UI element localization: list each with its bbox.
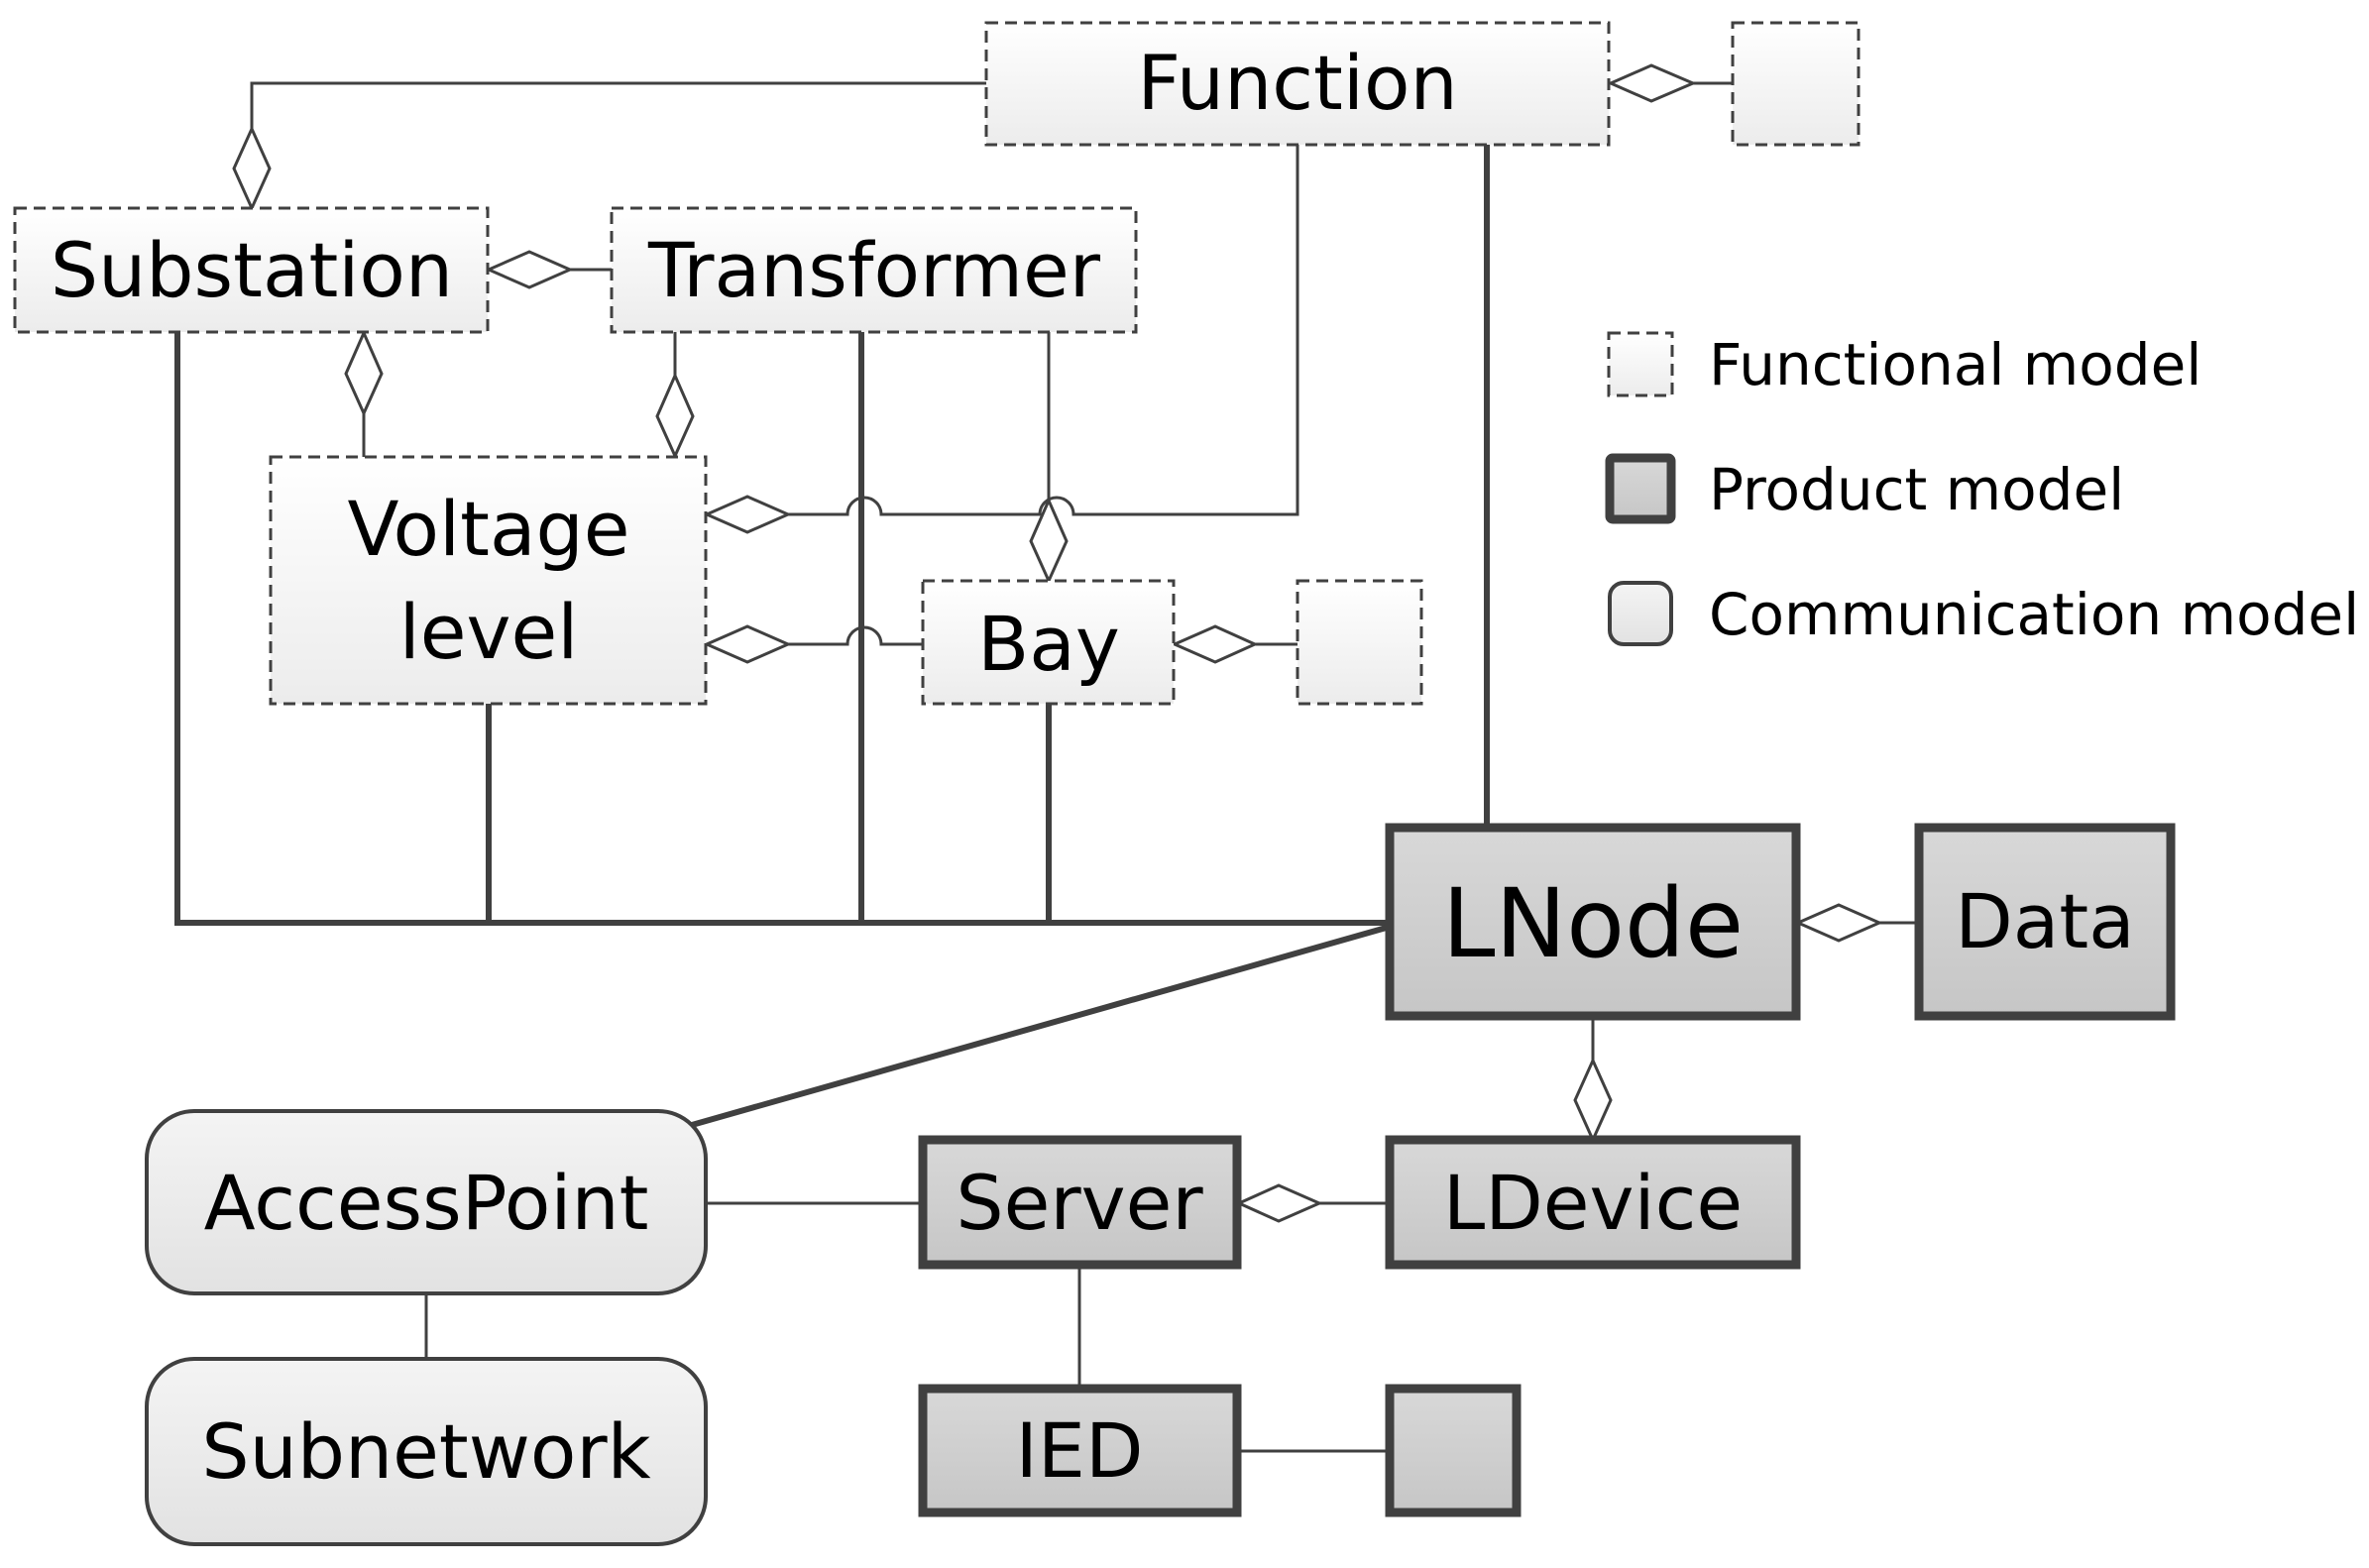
node-server-label: Server (956, 1159, 1203, 1247)
node-lnode-label: LNode (1442, 868, 1744, 979)
node-ied-extra[interactable] (1385, 1384, 1522, 1517)
node-accesspoint[interactable]: AccessPoint (145, 1109, 708, 1295)
node-ldevice[interactable]: LDevice (1385, 1135, 1801, 1270)
node-voltage-level[interactable]: Voltage level (269, 455, 708, 706)
node-voltage-level-label-line1: Voltage (347, 485, 629, 573)
edge-substation-lnode (174, 332, 1390, 926)
node-server[interactable]: Server (918, 1135, 1242, 1270)
node-ldevice-label: LDevice (1443, 1159, 1743, 1247)
aggregation-diamond-icon (1607, 63, 1697, 103)
aggregation-diamond-icon (344, 329, 384, 417)
node-lnode[interactable]: LNode (1385, 823, 1801, 1021)
aggregation-diamond-icon (485, 250, 574, 289)
legend-swatch-communication (1608, 581, 1673, 646)
legend-item-functional: Functional model (1607, 331, 2201, 398)
node-data[interactable]: Data (1914, 823, 2176, 1021)
legend-swatch-product (1605, 453, 1676, 524)
node-substation-label: Substation (51, 226, 453, 314)
edge-bay-voltagelevel (788, 625, 923, 646)
node-substation[interactable]: Substation (13, 206, 490, 334)
edge-function-voltagelevel (788, 145, 1299, 516)
aggregation-diamond-icon (1235, 1183, 1323, 1223)
aggregation-diamond-icon (232, 125, 272, 212)
legend-swatch-functional (1607, 331, 1674, 397)
aggregation-diamond-icon (1029, 497, 1069, 585)
node-function[interactable]: Function (984, 21, 1611, 147)
legend: Functional model Product model Communica… (1605, 331, 2359, 648)
aggregation-diamond-icon (1573, 1057, 1613, 1144)
node-bay[interactable]: Bay (921, 579, 1176, 706)
aggregation-diamond-icon (703, 495, 792, 534)
node-subnetwork[interactable]: Subnetwork (145, 1357, 708, 1546)
edge-lnode-accesspoint (691, 924, 1391, 1128)
node-transformer-label: Transformer (647, 226, 1101, 314)
node-ied-label: IED (1016, 1406, 1144, 1495)
node-transformer[interactable]: Transformer (610, 206, 1138, 334)
node-function-extra[interactable] (1731, 21, 1861, 147)
node-ied[interactable]: IED (918, 1384, 1242, 1517)
node-voltage-level-label-line2: level (399, 588, 579, 676)
legend-label-communication: Communication model (1709, 581, 2359, 648)
edge-function-substation (250, 81, 986, 129)
legend-item-product: Product model (1605, 453, 2124, 524)
node-bay-extra[interactable] (1296, 579, 1423, 706)
node-accesspoint-label: AccessPoint (204, 1159, 649, 1247)
node-function-label: Function (1137, 39, 1457, 127)
aggregation-diamond-icon (703, 624, 792, 664)
legend-label-functional: Functional model (1709, 331, 2201, 398)
node-data-label: Data (1955, 877, 2134, 965)
aggregation-diamond-icon (1171, 624, 1259, 664)
node-bay-label: Bay (977, 600, 1120, 688)
aggregation-diamond-icon (655, 372, 695, 460)
legend-label-product: Product model (1709, 456, 2124, 523)
legend-item-communication: Communication model (1608, 581, 2359, 648)
aggregation-diamond-icon (1794, 903, 1883, 943)
node-subnetwork-label: Subnetwork (201, 1407, 650, 1496)
